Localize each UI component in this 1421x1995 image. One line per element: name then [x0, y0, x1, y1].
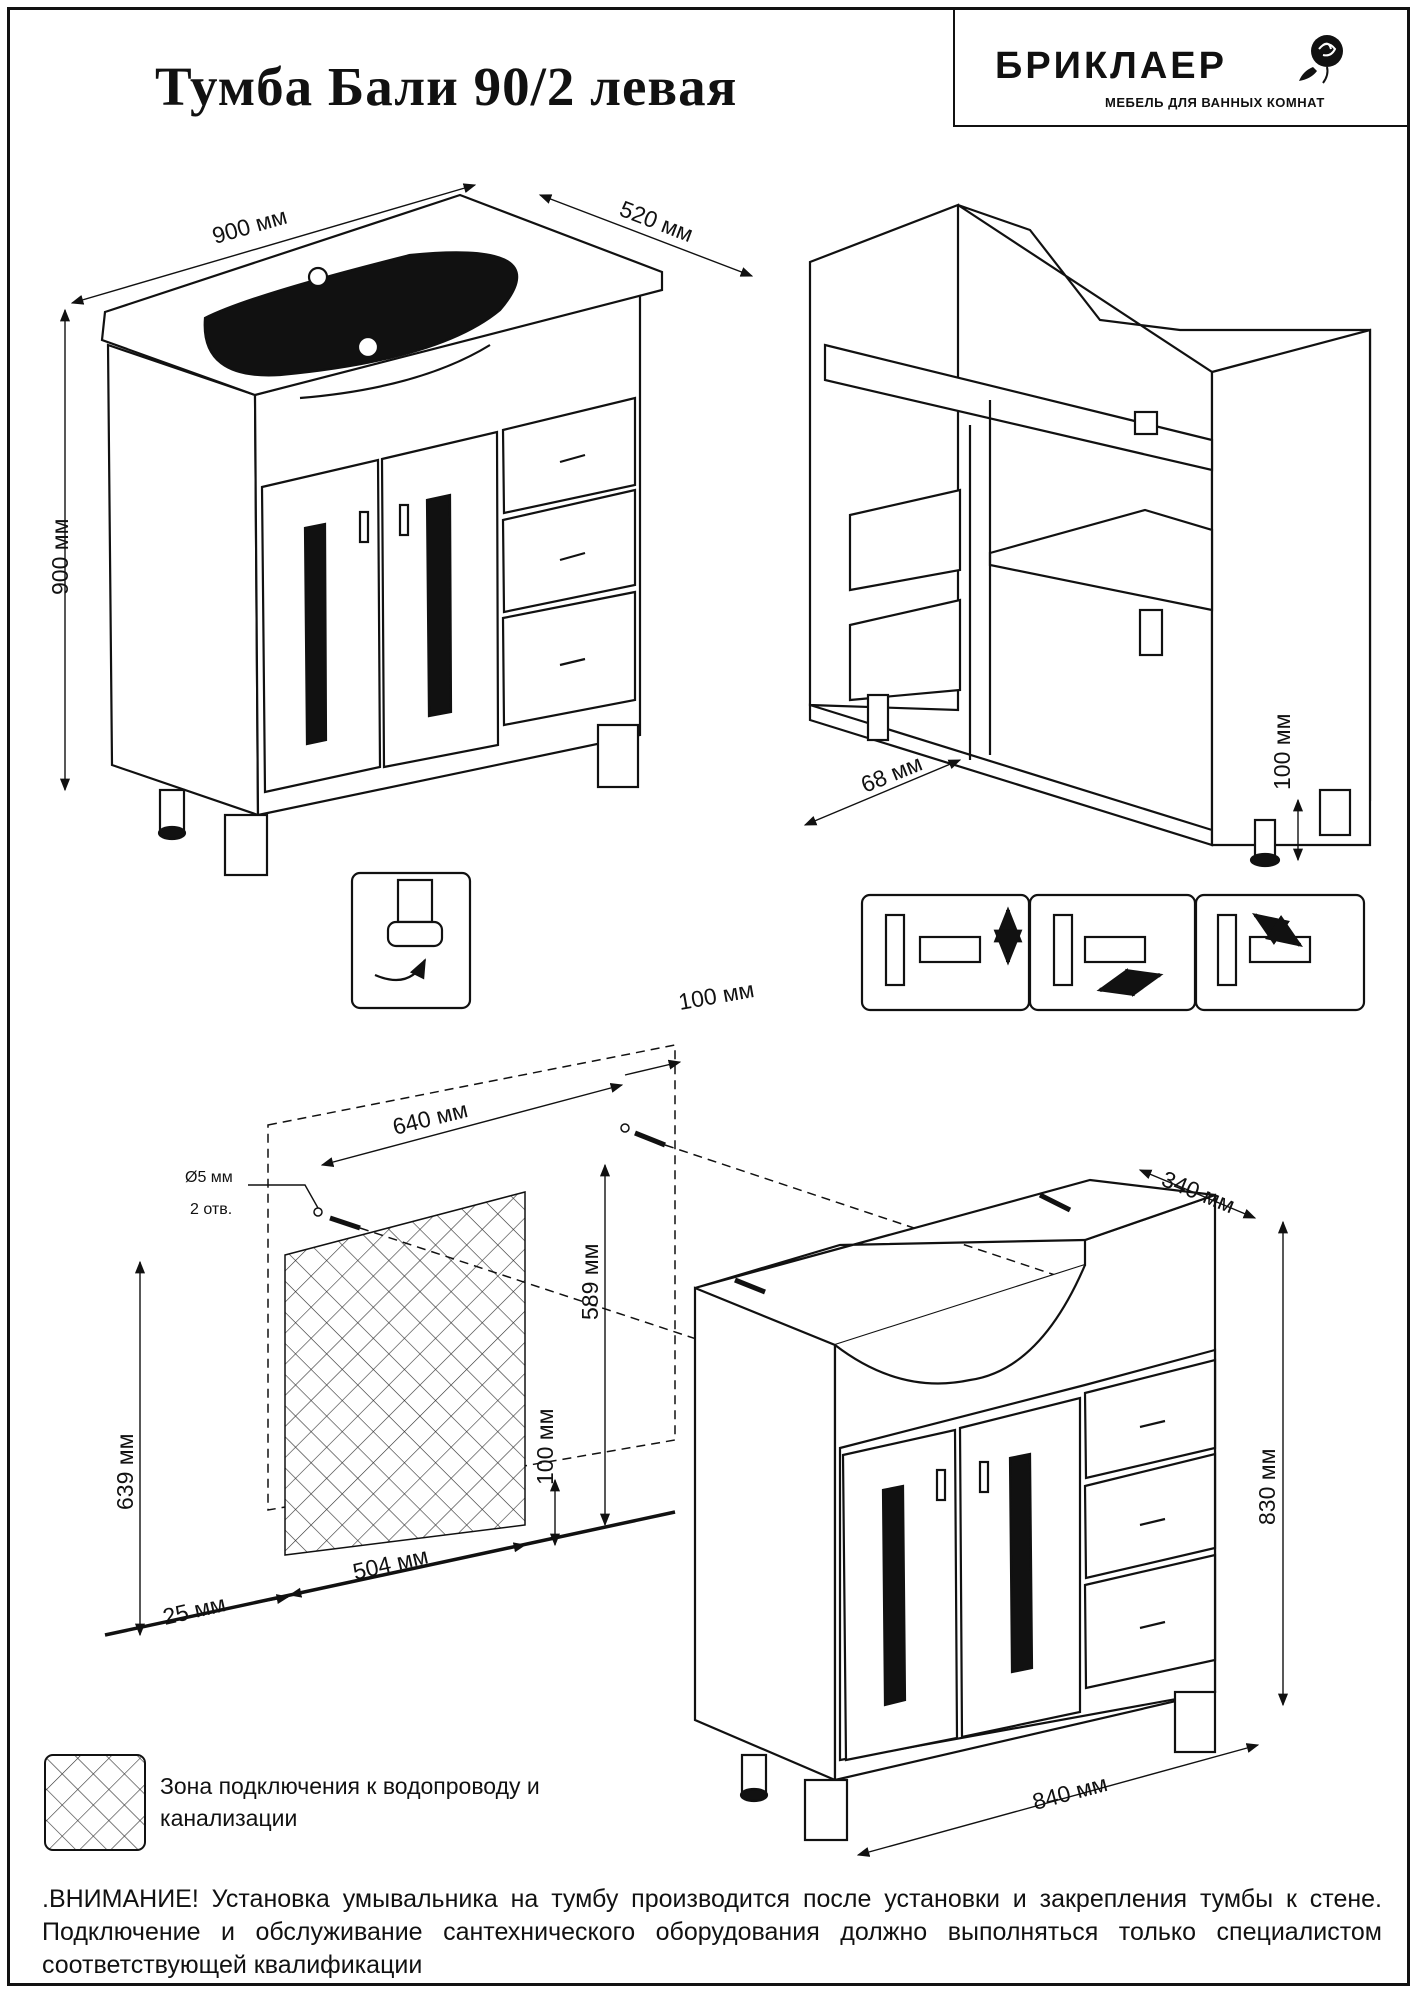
dim-zone-width: 504 мм [350, 1542, 430, 1585]
rose-icon [1299, 35, 1343, 84]
brand-name: БРИКЛАЕР [995, 45, 1227, 87]
assembled-vanity-view [100, 193, 664, 877]
dim-body-width: 840 мм [1030, 1770, 1111, 1815]
dimension-lines-fig3 [134, 1059, 682, 1637]
dim-zone-left-offset: 25 мм [160, 1590, 228, 1630]
legend-hatch-swatch [44, 1754, 146, 1851]
dim-total-height: 900 мм [47, 519, 73, 595]
dimension-lines-fig4 [856, 1169, 1289, 1857]
brand-tagline: МЕБЕЛЬ ДЛЯ ВАННЫХ КОМНАТ [1105, 95, 1325, 110]
dim-hole-diameter: Ø5 мм [185, 1169, 233, 1186]
dim-zone-height: 589 мм [577, 1244, 603, 1320]
dim-frame-offset: 68 мм [857, 750, 926, 798]
hinge-adjustment-insets [860, 893, 1366, 1012]
dim-body-height: 830 мм [1254, 1449, 1280, 1525]
hinge-3 [1216, 913, 1312, 987]
warning-notice: .ВНИМАНИЕ! Установка умывальника на тумб… [42, 1885, 1382, 1979]
hinge-1 [884, 906, 1023, 987]
dim-hole-height: 639 мм [112, 1434, 138, 1510]
dim-top-width: 900 мм [209, 203, 290, 249]
dimension-lines-fig2 [803, 759, 1304, 862]
dim-hole-spacing: 640 мм [390, 1096, 470, 1140]
wall-mounting-scheme [104, 1044, 1056, 1637]
drawing-sheet [7, 7, 1410, 1986]
dimension-lines-fig1 [59, 183, 754, 792]
dim-hole-side-offset: 100 мм [676, 976, 756, 1015]
cabinet-body-view [693, 1178, 1217, 1842]
page-title: Тумба Бали 90/2 левая [155, 56, 738, 117]
dim-hole-count: 2 отв. [190, 1201, 232, 1218]
brand-logo: БРИКЛАЕР МЕБЕЛЬ ДЛЯ ВАННЫХ КОМНАТ [953, 7, 1410, 127]
dim-leg-height: 100 мм [1269, 714, 1295, 790]
dim-zone-bottom: 100 мм [532, 1409, 558, 1485]
hinge-2 [1052, 913, 1164, 997]
legend-label: Зона подключения к водопроводу и канализ… [160, 1773, 540, 1831]
frame-view [808, 203, 1372, 868]
adjustable-foot-inset [350, 871, 472, 1010]
